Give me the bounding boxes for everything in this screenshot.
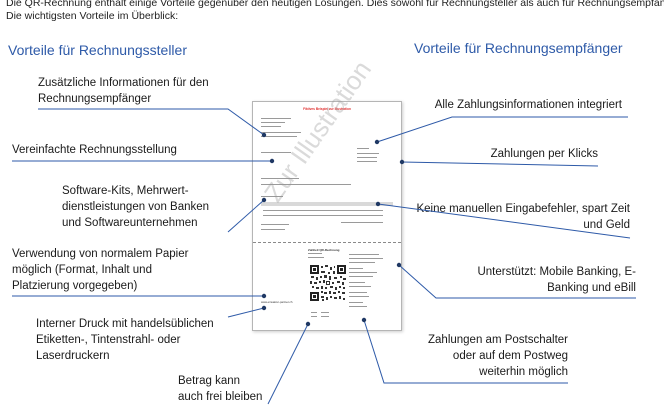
connector-dot-mobile-banking	[396, 262, 402, 268]
connector-internal-print	[227, 307, 265, 318]
document-title: Fiktives Beispiel zur Illustration	[303, 107, 351, 111]
left-item-amount-blank: Betrag kann auch frei bleiben	[178, 375, 263, 403]
right-item-payment-info: Alle Zahlungsinformationen integriert	[434, 99, 622, 111]
left-item-normal-paper: Verwendung von normalem Papier möglich (…	[12, 248, 189, 292]
intro-line-2: Die wichtigsten Vorteile im Überblick:	[6, 10, 179, 22]
connector-payment-info	[376, 116, 628, 143]
connector-click-payments	[401, 161, 599, 167]
intro-text: Die QR-Rechnung enthält einige Vorteile …	[6, 0, 664, 23]
right-item-no-errors: Keine manuellen Eingabefehler, spart Zei…	[416, 203, 630, 231]
connector-dot-amount-blank	[305, 321, 311, 327]
connector-dot-additional-info	[261, 132, 267, 138]
right-item-click-payments: Zahlungen per Klicks	[490, 148, 598, 160]
connector-post-office	[363, 319, 568, 384]
right-item-mobile-banking: Unterstützt: Mobile Banking, E-Banking u…	[477, 266, 636, 294]
intro-line-1: Die QR-Rechnung enthält einige Vorteile …	[6, 0, 664, 9]
left-item-software-kits: Software-Kits, Mehrwert-dienstleistungen…	[62, 185, 210, 229]
right-column-title: Vorteile für Rechnungsempfänger	[414, 40, 623, 56]
left-item-additional-info: Zusätzliche Informationen für den Rechnu…	[38, 77, 209, 105]
connector-dot-payment-info	[374, 139, 380, 145]
left-column-title: Vorteile für Rechnungssteller	[8, 42, 187, 58]
connector-dot-normal-paper	[261, 293, 267, 299]
qr-section-title: Zahlteil QR-Rechnung	[308, 248, 340, 252]
right-item-post-office: Zahlungen am Postschalter oder auf dem P…	[428, 334, 568, 378]
connector-dot-click-payments	[399, 159, 405, 165]
connector-dot-software-kits	[261, 197, 267, 203]
connector-amount-blank	[267, 323, 309, 405]
connector-mobile-banking	[398, 264, 636, 299]
connector-dot-internal-print	[261, 305, 267, 311]
left-item-internal-print: Interner Druck mit handelsüblichen Etike…	[36, 318, 214, 362]
left-item-simplified-invoicing: Vereinfachte Rechnungsstellung	[12, 144, 177, 156]
qr-invoice-document: Fiktives Beispiel zur Illustration Zahlt…	[252, 101, 402, 331]
document-url: www.einsatzer-partner.ch	[261, 300, 293, 304]
connector-additional-info	[38, 108, 265, 136]
connector-dot-no-errors	[375, 201, 381, 207]
connector-no-errors	[377, 203, 631, 239]
connector-dot-simplified-invoicing	[269, 158, 275, 164]
qr-code-image	[309, 264, 347, 302]
connector-software-kits	[227, 199, 265, 233]
connector-dot-post-office	[361, 317, 367, 323]
